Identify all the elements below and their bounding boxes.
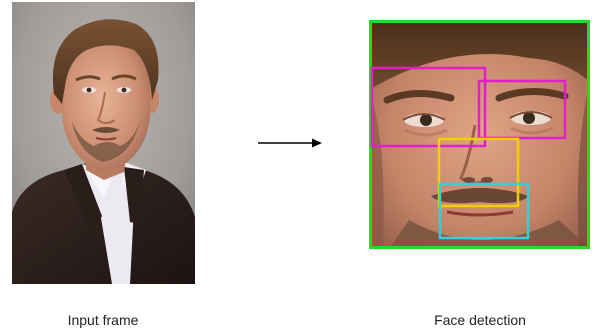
input-frame-caption: Input frame: [67, 312, 139, 328]
right-arrow-icon: [258, 137, 324, 149]
face-detection-image: [369, 20, 590, 249]
right-eye-bounding-box: [477, 79, 567, 140]
input-frame-image: [12, 2, 195, 284]
face-bounding-box: [369, 20, 590, 249]
face-crop-illustration: [369, 20, 590, 249]
nose-bounding-box: [437, 137, 520, 208]
mouth-bounding-box: [438, 182, 530, 240]
left-eye-bounding-box: [370, 66, 487, 148]
face-detection-caption: Face detection: [434, 312, 526, 328]
portrait-illustration: [12, 2, 195, 284]
